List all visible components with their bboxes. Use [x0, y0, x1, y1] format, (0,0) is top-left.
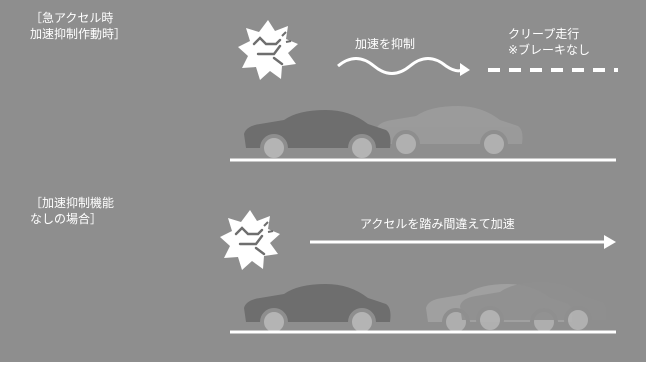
mistaken-acceleration-label: アクセルを踏み間違えて加速	[360, 217, 515, 231]
scenario-no-system-title: ［加速抑制機能 なしの場合］	[30, 196, 115, 226]
car-main	[242, 282, 393, 336]
scenario-braking-title: ［急アクセル時 加速抑制作動時］	[30, 11, 127, 41]
suppression-label: 加速を抑制	[355, 37, 416, 51]
suppression-wave-arrow	[337, 57, 470, 76]
foot-pedal-burst-icon	[220, 210, 280, 270]
car-main	[242, 108, 393, 162]
creep-label: クリープ走行 ※ブレーキなし	[508, 27, 591, 57]
diagram-graphics	[220, 20, 618, 336]
diagram-panel: ［急アクセル時 加速抑制作動時］ 加速を抑制 クリープ走行 ※ブレーキなし ［加…	[0, 0, 646, 362]
foot-pedal-burst-icon	[238, 20, 298, 80]
car-ghost	[374, 104, 525, 158]
acceleration-arrow	[310, 235, 616, 249]
